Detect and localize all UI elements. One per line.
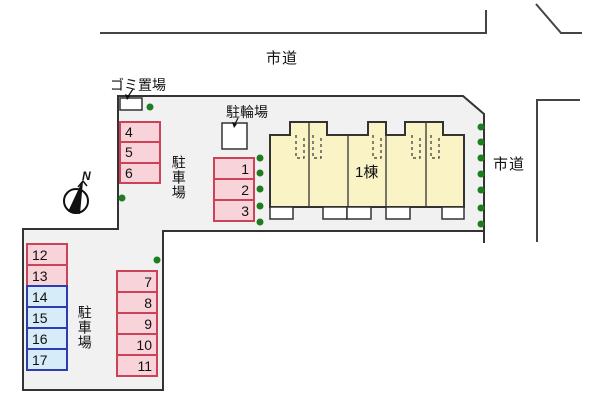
tree-dot <box>153 256 161 264</box>
parking-stall-8: 8 <box>116 291 158 314</box>
entrance-dashed <box>295 135 305 159</box>
tree-dot <box>256 169 264 177</box>
entrance-dashed <box>411 135 421 159</box>
shrub-dots <box>118 103 485 264</box>
road-edge-top <box>100 10 487 34</box>
road-edge-right <box>536 99 580 242</box>
parking-stall-10: 10 <box>116 333 158 356</box>
tree-dot <box>256 218 264 226</box>
parking-stall-13: 13 <box>26 264 68 287</box>
parking-group-upper-left: 4 5 6 <box>119 121 161 184</box>
road-label-right: 市道 <box>493 156 526 173</box>
parking-group-upper-middle: 1 2 3 <box>213 157 255 222</box>
bicycle-arrowhead-icon <box>232 122 237 128</box>
building-label: 1棟 <box>355 164 379 181</box>
parking-stall-1: 1 <box>213 157 255 180</box>
parking-stall-3: 3 <box>213 199 255 222</box>
porch <box>385 206 411 220</box>
parking-stall-17: 17 <box>26 348 68 371</box>
north-label: N <box>82 169 91 183</box>
tree-dot <box>256 202 264 210</box>
parking-stall-6: 6 <box>119 161 161 184</box>
parking-area-label-lower: 駐車場 <box>76 305 93 350</box>
tree-dot <box>256 185 264 193</box>
porch <box>346 206 372 220</box>
parking-area-label-upper: 駐車場 <box>170 155 187 200</box>
tree-dot <box>477 204 485 212</box>
parking-stall-7: 7 <box>116 270 158 293</box>
road-edge-top-right <box>535 3 582 34</box>
parking-stall-12: 12 <box>26 243 68 266</box>
parking-group-lower-middle: 7 8 9 10 11 <box>116 270 158 377</box>
tree-dot <box>477 170 485 178</box>
porch <box>441 206 465 220</box>
garbage-arrowhead-icon <box>125 94 130 100</box>
tree-dot <box>477 186 485 194</box>
parking-stall-2: 2 <box>213 178 255 201</box>
tree-dot <box>118 194 126 202</box>
garbage-box <box>119 97 143 111</box>
parking-stall-5: 5 <box>119 141 161 164</box>
bicycle-area-label: 駐輪場 <box>226 104 268 120</box>
entrance-dashed <box>372 135 382 159</box>
tree-dot <box>256 154 264 162</box>
tree-dot <box>477 138 485 146</box>
road-label-top: 市道 <box>266 50 299 67</box>
tree-dot <box>477 220 485 228</box>
parking-stall-4: 4 <box>119 121 161 144</box>
parking-stall-14: 14 <box>26 285 68 308</box>
parking-stall-15: 15 <box>26 306 68 329</box>
tree-dot <box>477 154 485 162</box>
parking-group-lower-left: 12 13 14 15 16 17 <box>26 243 68 371</box>
tree-dot <box>477 123 485 131</box>
porch <box>269 206 294 220</box>
parking-stall-16: 16 <box>26 327 68 350</box>
entrance-dashed <box>430 135 440 159</box>
parking-stall-9: 9 <box>116 312 158 335</box>
garbage-area-label: ゴミ置場 <box>110 77 166 93</box>
north-arrow-icon <box>63 179 89 214</box>
porch <box>322 206 348 220</box>
parking-stall-11: 11 <box>116 354 158 377</box>
tree-dot <box>146 103 154 111</box>
entrance-dashed <box>312 135 322 159</box>
